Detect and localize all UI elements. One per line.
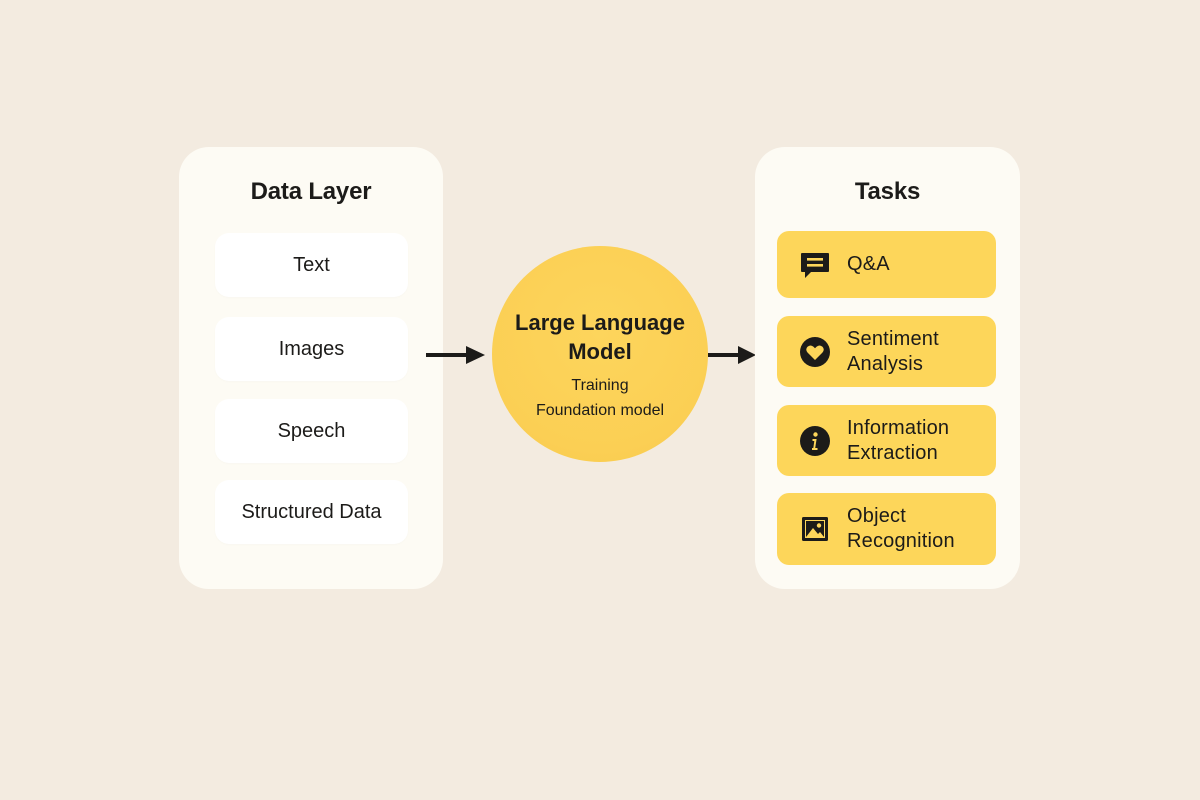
arrow-right-icon bbox=[426, 346, 485, 364]
info-icon bbox=[799, 425, 831, 457]
data-item-label: Images bbox=[278, 337, 345, 360]
data-item-speech: Speech bbox=[215, 399, 408, 463]
task-label: Object Recognition bbox=[847, 505, 955, 552]
llm-title: Large Language Model bbox=[515, 310, 685, 364]
image-icon bbox=[799, 513, 831, 545]
chat-bubble-icon bbox=[799, 249, 831, 281]
data-item-label: Speech bbox=[277, 419, 346, 442]
task-object-recognition: Object Recognition bbox=[777, 493, 996, 565]
data-layer-title: Data Layer bbox=[250, 178, 372, 205]
task-information-extraction: Information Extraction bbox=[777, 405, 996, 476]
data-item-label: Structured Data bbox=[241, 500, 382, 523]
llm-foundation-label: Foundation model bbox=[535, 402, 665, 419]
task-label: Sentiment Analysis bbox=[847, 327, 939, 375]
heart-icon bbox=[799, 336, 831, 368]
data-item-images: Images bbox=[215, 317, 408, 381]
llm-node: Large Language Model Training Foundation… bbox=[492, 246, 708, 462]
task-label: Q&A bbox=[847, 253, 890, 275]
task-sentiment-analysis: Sentiment Analysis bbox=[777, 316, 996, 387]
task-label: Information Extraction bbox=[847, 416, 950, 464]
tasks-title: Tasks bbox=[854, 178, 921, 205]
data-item-structured-data: Structured Data bbox=[215, 480, 408, 544]
llm-training-label: Training bbox=[571, 377, 629, 394]
data-item-label: Text bbox=[293, 253, 330, 276]
data-item-text: Text bbox=[215, 233, 408, 297]
task-qa: Q&A bbox=[777, 231, 996, 298]
tasks-panel: Tasks Q&A Sentiment Analysis bbox=[755, 147, 1020, 589]
arrow-right-icon bbox=[708, 346, 756, 364]
data-layer-panel: Data Layer Text Images Speech Structured… bbox=[179, 147, 443, 589]
